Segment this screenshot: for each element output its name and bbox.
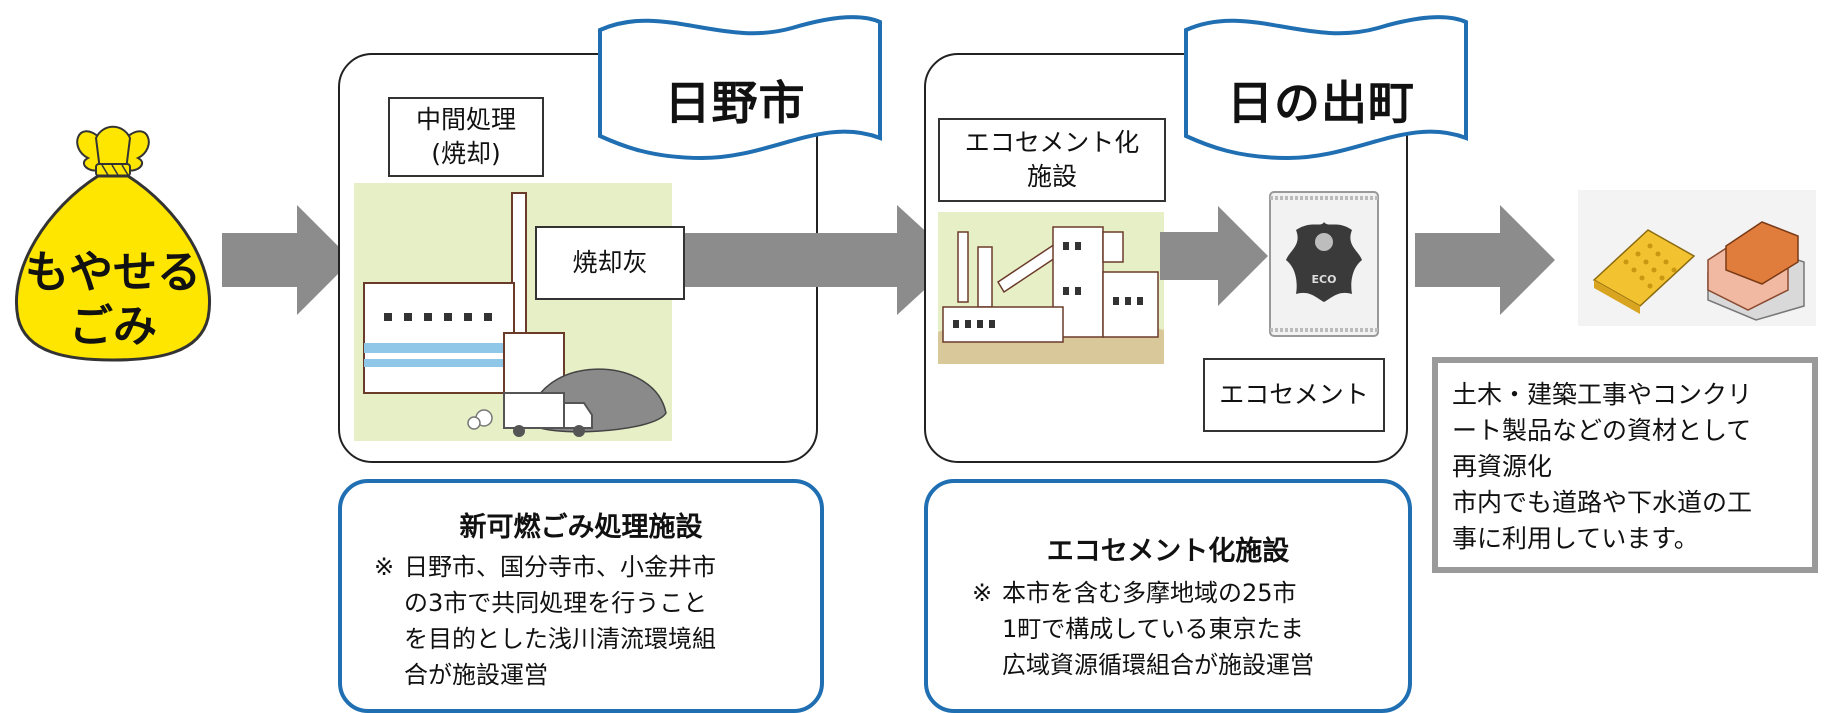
intermediate-treatment-line1: 中間処理 bbox=[415, 105, 516, 134]
ecocement-product-label: エコセメント bbox=[1203, 358, 1385, 432]
note-mark: ※ bbox=[374, 553, 395, 581]
ecocement-plant-illustration bbox=[938, 212, 1164, 364]
hinode-note-line: 1町で構成している東京たま bbox=[1002, 615, 1304, 643]
arrow-right-icon bbox=[222, 205, 352, 315]
recycling-usage-box: 土木・建築工事やコンクリ ート製品などの資材として 再資源化 市内でも道路や下水… bbox=[1432, 357, 1818, 573]
ecocement-bag-illustration: ECO bbox=[1266, 190, 1382, 338]
hino-note-line: を目的とした浅川清流環境組 bbox=[404, 625, 716, 653]
arrow-right-icon bbox=[1415, 205, 1555, 315]
ecocement-facility-line1: エコセメント化 bbox=[964, 128, 1140, 157]
hino-flag-title: 日野市 bbox=[664, 76, 806, 130]
hino-facility-description: 新可燃ごみ処理施設 ※ 日野市、国分寺市、小金井市 の3市で共同処理を行うこと を… bbox=[338, 479, 824, 713]
bag-label-line1: もやせる bbox=[25, 247, 201, 298]
bag-label-line2: ごみ bbox=[69, 301, 157, 352]
intermediate-treatment-label: 中間処理 (焼却) bbox=[388, 97, 544, 177]
hinode-facility-note: ※ 本市を含む多摩地域の25市 1町で構成している東京たま 広域資源循環組合が施設… bbox=[972, 575, 1402, 683]
hino-facility-note: ※ 日野市、国分寺市、小金井市 の3市で共同処理を行うこと を目的とした浅川清流環… bbox=[374, 549, 804, 693]
hinode-note-line: 本市を含む多摩地域の25市 bbox=[1002, 579, 1297, 607]
hino-facility-title: 新可燃ごみ処理施設 bbox=[459, 512, 703, 543]
recycling-text-line: 市内でも道路や下水道の工 bbox=[1452, 488, 1753, 517]
garbage-bag-icon bbox=[15, 125, 211, 362]
construction-materials-illustration bbox=[1578, 190, 1816, 326]
hinode-note-line: 広域資源循環組合が施設運営 bbox=[1002, 651, 1314, 679]
recycling-text-line: 再資源化 bbox=[1452, 452, 1553, 481]
recycling-text-line: 事に利用しています。 bbox=[1452, 524, 1699, 553]
hino-note-line: 合が施設運営 bbox=[404, 661, 548, 689]
arrow-right-icon bbox=[1160, 206, 1268, 306]
recycling-text-line: ート製品などの資材として bbox=[1452, 416, 1752, 445]
hinode-facility-description: エコセメント化施設 ※ 本市を含む多摩地域の25市 1町で構成している東京たま 広… bbox=[924, 479, 1412, 713]
intermediate-treatment-line2: (焼却) bbox=[431, 139, 501, 168]
hino-flag-banner bbox=[598, 15, 882, 161]
recycling-text-line: 土木・建築工事やコンクリ bbox=[1452, 380, 1753, 409]
ecocement-facility-label: エコセメント化 施設 bbox=[938, 118, 1166, 202]
ecocement-facility-line2: 施設 bbox=[1026, 162, 1077, 191]
note-mark: ※ bbox=[972, 579, 993, 607]
incineration-ash-label: 焼却灰 bbox=[535, 226, 685, 300]
hino-note-line: の3市で共同処理を行うこと bbox=[404, 589, 708, 617]
hino-note-line: 日野市、国分寺市、小金井市 bbox=[404, 553, 716, 581]
incinerator-illustration bbox=[354, 183, 672, 441]
hinode-flag-title: 日の出町 bbox=[1227, 76, 1415, 130]
burnable-garbage-bag: もやせる ごみ bbox=[8, 118, 218, 363]
hinode-facility-title: エコセメント化施設 bbox=[1046, 536, 1290, 567]
eco-logo: ECO bbox=[1311, 273, 1337, 286]
arrow-right-icon bbox=[672, 205, 957, 315]
hinode-flag-banner bbox=[1184, 15, 1468, 161]
